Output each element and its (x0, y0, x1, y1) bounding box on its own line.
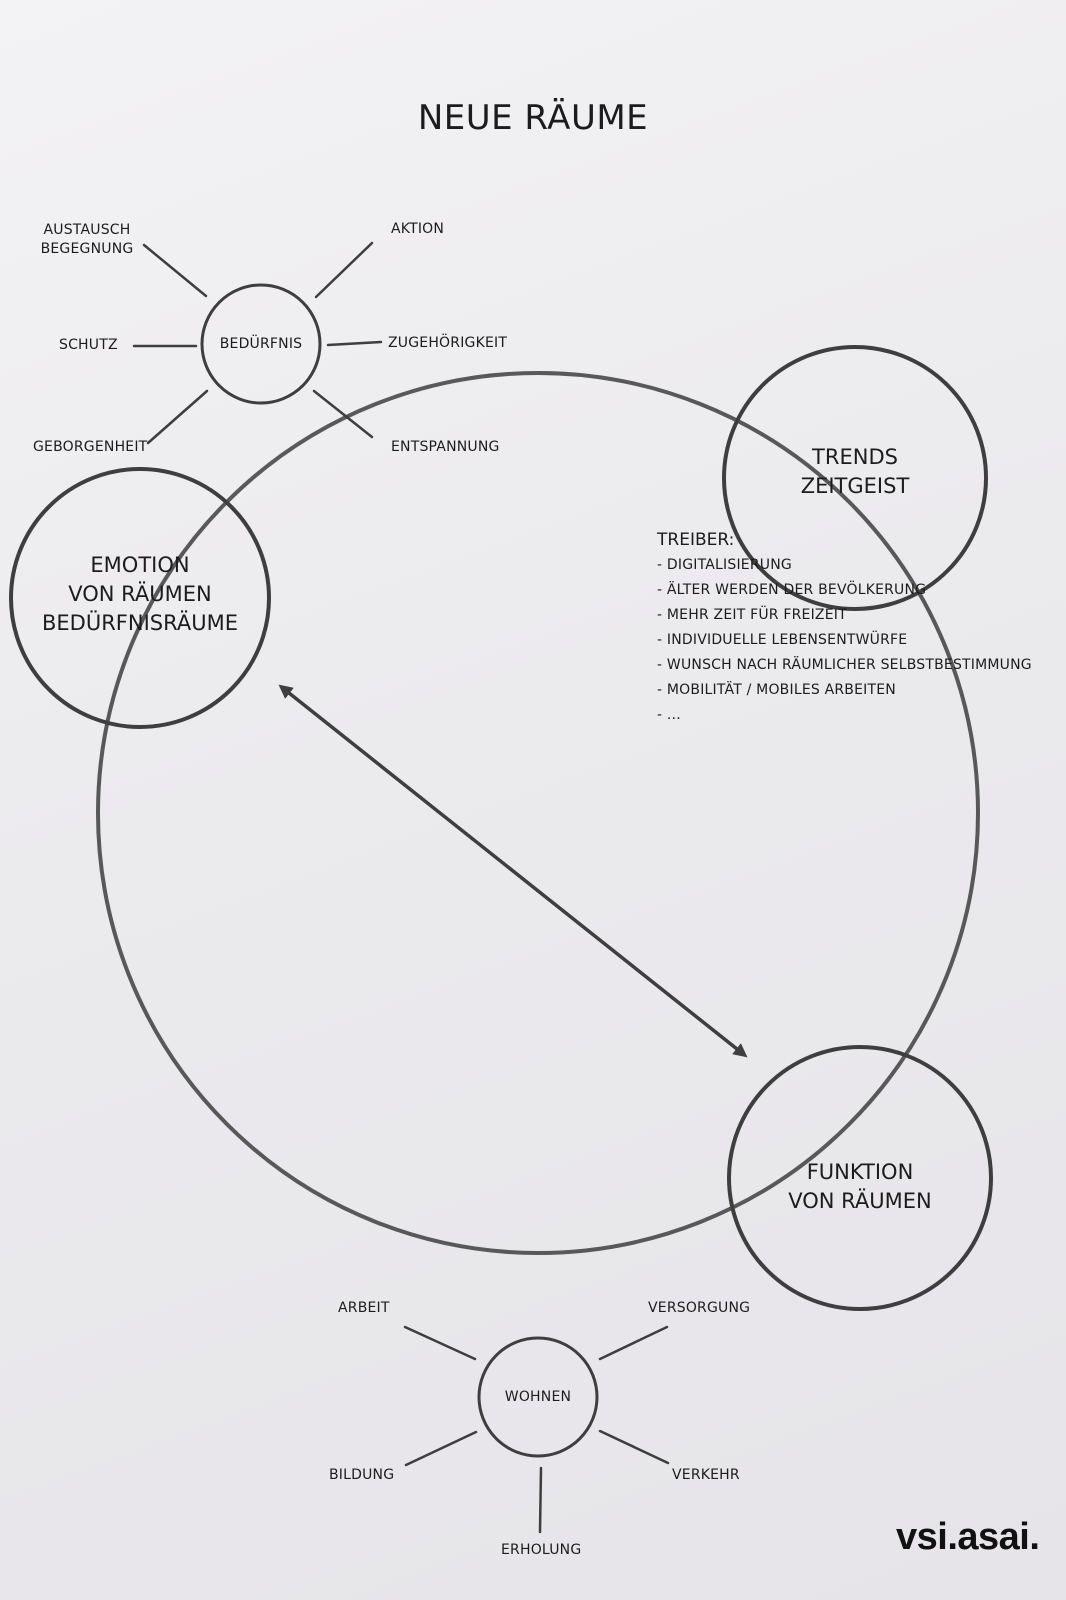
ray-label-zugehoerigkeit: ZUGEHÖRIGKEIT (388, 335, 508, 351)
ray-label-bildung: BILDUNG (329, 1467, 395, 1483)
ray-label-schutz: SCHUTZ (59, 337, 118, 353)
ray-label-austausch: AUSTAUSCH BEGEGNUNG (40, 222, 134, 257)
function-circle (727, 1045, 993, 1311)
ray-label-geborgenheit: GEBORGENHEIT (33, 439, 148, 455)
ray-label-aktion: AKTION (391, 221, 445, 237)
list-item: - MOBILITÄT / MOBILES ARBEITEN (657, 682, 896, 698)
cycle-circle (96, 371, 980, 1255)
ray-label-arbeit: ARBEIT (338, 1300, 390, 1316)
list-item: - MEHR ZEIT FÜR FREIZEIT (657, 607, 847, 623)
page-title: NEUE RÄUME (417, 98, 649, 138)
drivers-list: - DIGITALISIERUNG - ÄLTER WERDEN DER BEV… (657, 553, 1032, 728)
living-rays (403, 1325, 670, 1534)
needs-rays (132, 241, 383, 445)
needs-circle (200, 283, 322, 405)
list-item: - ÄLTER WERDEN DER BEVÖLKERUNG (657, 582, 927, 598)
trends-label: TRENDS ZEITGEIST (800, 445, 910, 498)
brand-logo: vsi.asai. (896, 1516, 1040, 1558)
trends-circle (722, 345, 988, 611)
list-item: - DIGITALISIERUNG (657, 557, 792, 573)
ray-label-entspannung: ENTSPANNUNG (391, 439, 500, 455)
living-circle (477, 1336, 599, 1458)
emotion-label: EMOTION VON RÄUMEN BEDÜRFNISRÄUME (42, 553, 238, 635)
emotion-circle (9, 467, 271, 729)
list-item: - INDIVIDUELLE LEBENSENTWÜRFE (657, 632, 908, 648)
drivers-title: TREIBER: (657, 530, 735, 550)
ray-label-verkehr: VERKEHR (672, 1467, 740, 1483)
list-item: - WUNSCH NACH RÄUMLICHER SELBSTBESTIMMUN… (657, 657, 1032, 673)
list-item: - ... (657, 707, 681, 723)
function-label: FUNKTION VON RÄUMEN (788, 1160, 932, 1213)
needs-center-label: BEDÜRFNIS (219, 336, 303, 352)
relation-arrow (278, 684, 748, 1058)
ray-label-erholung: ERHOLUNG (501, 1542, 582, 1558)
ray-label-versorgung: VERSORGUNG (648, 1300, 751, 1316)
living-center-label: WOHNEN (504, 1389, 572, 1405)
